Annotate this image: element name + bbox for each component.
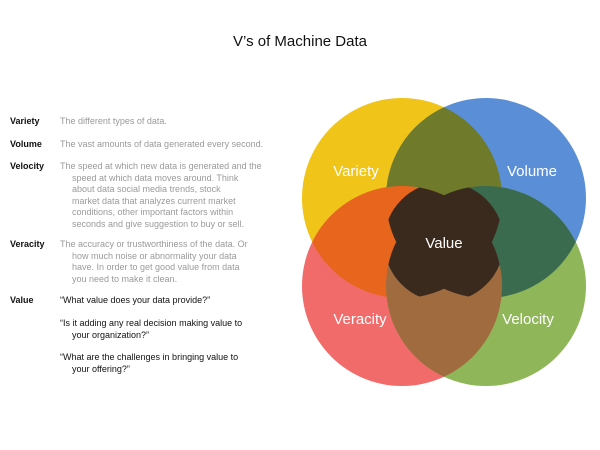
desc-velocity: The speed at which new data is generated… <box>60 161 262 231</box>
desc-line: have. In order to get good value from da… <box>72 262 240 273</box>
desc-line: The vast amounts of data generated every… <box>60 139 264 149</box>
desc-line: conditions, other important factors with… <box>72 207 234 218</box>
label-volume: Volume <box>507 163 557 180</box>
desc-line: The speed at which new data is generated… <box>60 161 262 171</box>
label-veracity: Veracity <box>333 311 387 328</box>
value-question-1: “What value does your data provide?” <box>60 295 211 305</box>
term-veracity: Veracity <box>10 239 45 249</box>
desc-line: seconds and give suggestion to buy or se… <box>72 218 245 229</box>
value-question-3-cont: your offering?” <box>72 364 130 374</box>
label-variety: Variety <box>333 163 379 180</box>
page-title: V’s of Machine Data <box>233 33 367 50</box>
desc-line: about data social media trends, stock <box>72 184 221 195</box>
desc-volume: The vast amounts of data generated every… <box>60 139 263 151</box>
desc-line: you need to make it clean. <box>72 273 178 284</box>
term-velocity: Velocity <box>10 161 45 171</box>
label-value: Value <box>425 235 462 252</box>
desc-line: speed at which data moves around. Think <box>72 172 239 183</box>
value-question-2: “Is it adding any real decision making v… <box>60 318 243 328</box>
desc-line: market data that analyzes current market <box>72 195 236 206</box>
label-velocity: Velocity <box>502 311 554 328</box>
term-variety: Variety <box>10 116 40 126</box>
value-question-3: “What are the challenges in bringing val… <box>60 352 239 362</box>
term-value: Value <box>10 295 34 305</box>
desc-veracity: The accuracy or trustworthiness of the d… <box>60 239 248 285</box>
desc-line: The accuracy or trustworthiness of the d… <box>60 239 248 249</box>
desc-line: The different types of data. <box>60 116 167 126</box>
desc-line: how much noise or abnormality your data <box>72 250 237 261</box>
term-volume: Volume <box>10 139 42 149</box>
value-question-2-cont: your organization?” <box>72 330 150 340</box>
desc-variety: The different types of data. <box>60 116 167 128</box>
